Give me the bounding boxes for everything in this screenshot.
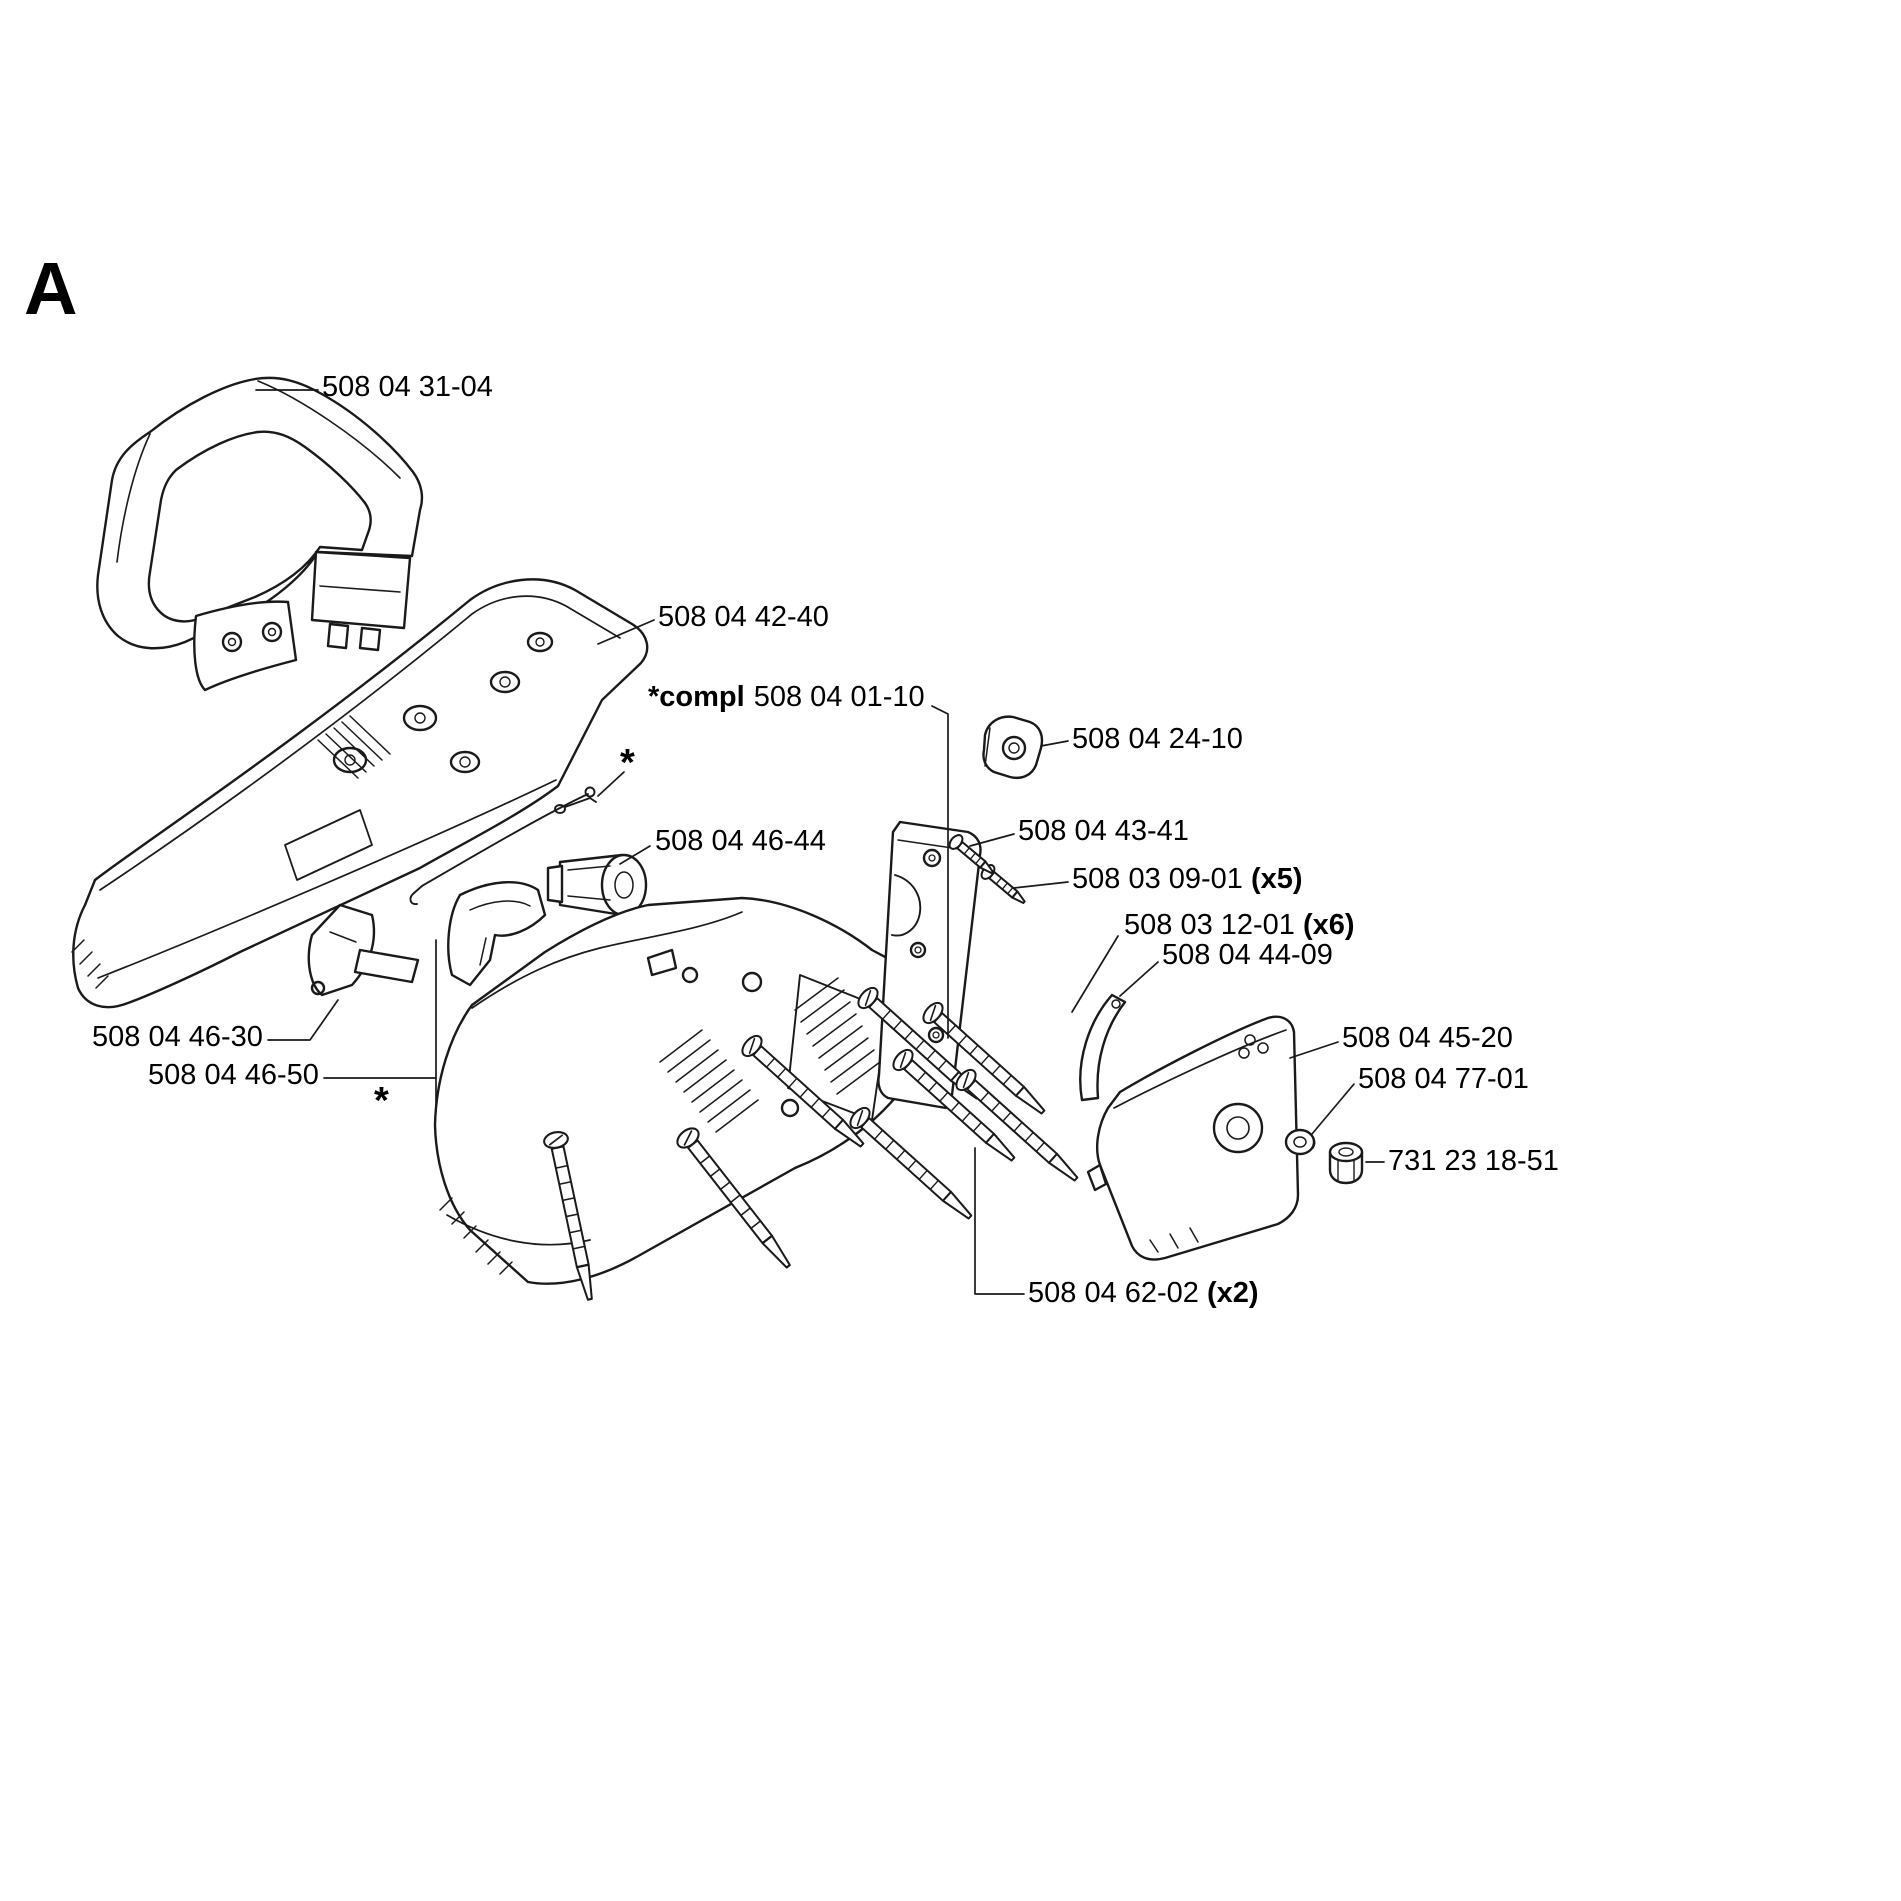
main-body-illustration	[433, 896, 907, 1285]
clutch-cover-illustration	[1086, 1015, 1300, 1261]
part-number: 508 04 31-04	[322, 371, 493, 403]
label-clutch-cover: 508 04 45-20	[1342, 1022, 1513, 1055]
asterisk-marker-bottom: *	[374, 1080, 389, 1122]
label-top-cover: 508 04 42-40	[658, 601, 829, 634]
label-front-handle: 508 04 31-04	[322, 371, 493, 404]
washer-illustration	[1284, 1128, 1316, 1156]
part-number: 508 04 46-30	[92, 1021, 263, 1053]
part-number: 508 04 42-40	[658, 601, 829, 633]
asterisk-marker-top: *	[620, 742, 635, 784]
part-number: 508 03 12-01	[1124, 909, 1295, 941]
leader-lines	[255, 389, 1385, 1295]
top-cover-illustration	[71, 578, 649, 1009]
label-washer: 508 04 77-01	[1358, 1063, 1529, 1096]
label-side-plate: 508 04 43-41	[1018, 815, 1189, 848]
label-long-screw: 508 03 12-01(x6)	[1124, 909, 1355, 942]
label-trigger-lock: 508 04 46-30	[92, 1021, 263, 1054]
part-number: 508 04 45-20	[1342, 1022, 1513, 1054]
label-trigger: 508 04 46-44	[655, 825, 826, 858]
label-small-screw: 508 03 09-01(x5)	[1072, 863, 1303, 896]
front-handle-illustration	[96, 376, 424, 692]
quantity: (x2)	[1206, 1277, 1259, 1309]
cap-illustration	[982, 715, 1044, 779]
part-number: 508 03 09-01	[1072, 863, 1243, 895]
trigger-parts-illustration	[307, 853, 648, 997]
part-number: 508 04 46-50	[148, 1059, 319, 1091]
quantity: (x6)	[1302, 909, 1355, 941]
spring-wire-illustration	[409, 786, 597, 905]
nut-illustration	[1328, 1141, 1364, 1185]
part-number: 731 23 18-51	[1388, 1145, 1559, 1177]
label-cap: 508 04 24-10	[1072, 723, 1243, 756]
lever-illustration	[1079, 993, 1127, 1102]
part-number: 508 04 46-44	[655, 825, 826, 857]
section-letter: A	[24, 247, 79, 330]
label-trigger-spring: 508 04 46-50	[148, 1059, 319, 1092]
part-number: 508 04 77-01	[1358, 1063, 1529, 1095]
part-number: 508 04 44-09	[1162, 939, 1333, 971]
part-number: 508 04 62-02	[1028, 1277, 1199, 1309]
quantity: (x5)	[1250, 863, 1303, 895]
part-number: 508 04 24-10	[1072, 723, 1243, 755]
label-lever: 508 04 44-09	[1162, 939, 1333, 972]
label-nut: 731 23 18-51	[1388, 1145, 1559, 1178]
part-number: 508 04 43-41	[1018, 815, 1189, 847]
part-number: 508 04 01-10	[753, 681, 925, 713]
label-bottom-screw: 508 04 62-02(x2)	[1028, 1277, 1259, 1310]
compl-prefix: *compl	[648, 681, 745, 713]
